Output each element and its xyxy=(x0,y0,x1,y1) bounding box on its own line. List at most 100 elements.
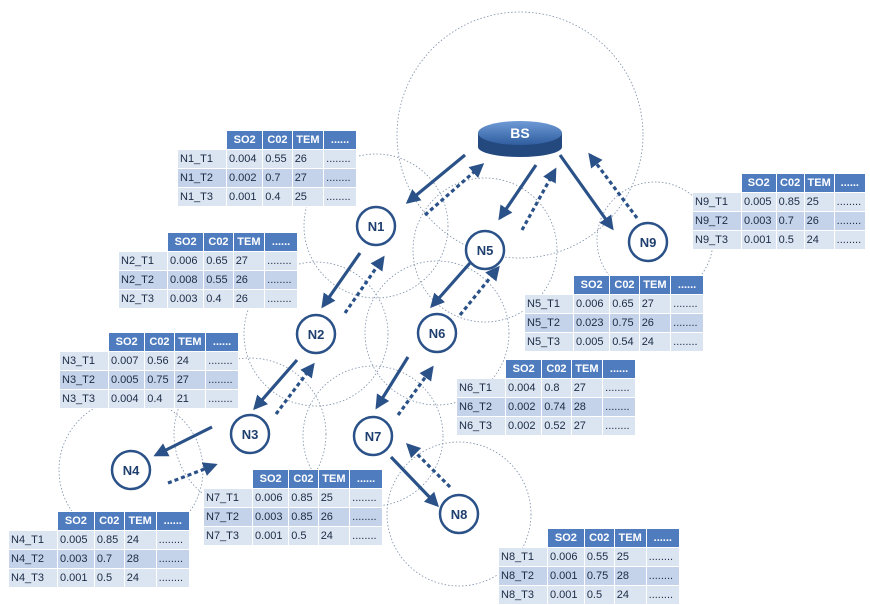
table-cell: 27 xyxy=(291,168,325,188)
table-cell: ........ xyxy=(670,332,704,352)
table-cell: ........ xyxy=(205,351,239,371)
arrow-n8-to-n7 xyxy=(405,442,452,489)
header-tem: TEM xyxy=(123,511,157,531)
header-more: ...... xyxy=(645,528,681,548)
table-cell: 0.001 xyxy=(57,568,95,588)
table-cell: 26 xyxy=(803,211,835,231)
table-cell: 0.8 xyxy=(541,378,572,398)
table-cell: 24 xyxy=(173,351,207,371)
node-n1[interactable]: N1 xyxy=(355,205,397,247)
arrow-n1-to-n2 xyxy=(321,252,362,309)
header-c02: C02 xyxy=(609,275,640,295)
table-cell: N9_T3 xyxy=(692,230,742,250)
table-cell: 0.85 xyxy=(288,488,319,508)
header-tem: TEM xyxy=(803,173,835,193)
node-n2[interactable]: N2 xyxy=(295,313,337,355)
table-cell: 0.005 xyxy=(572,332,611,352)
node-n6[interactable]: N6 xyxy=(416,312,458,354)
header-c02: C02 xyxy=(262,130,293,150)
header-c02: C02 xyxy=(203,232,234,252)
table-cell: 0.55 xyxy=(262,149,293,169)
dotted-arrows xyxy=(167,152,639,489)
node-circle xyxy=(229,413,271,455)
header-tem: TEM xyxy=(638,275,672,295)
arrow-n7-to-n6 xyxy=(396,365,434,416)
table-cell: ........ xyxy=(155,549,191,569)
table-cell: 26 xyxy=(232,289,266,309)
solid-arrows xyxy=(153,153,614,508)
range-circle-n2 xyxy=(243,261,389,407)
table-header-cell xyxy=(60,333,109,352)
table-cell: 26 xyxy=(317,507,351,527)
header-more: ...... xyxy=(670,275,704,295)
table-cell: ........ xyxy=(349,488,383,508)
table-header-cell xyxy=(457,360,506,379)
header-more: ...... xyxy=(264,232,298,252)
table-cell: 26 xyxy=(232,270,266,290)
table-cell: ........ xyxy=(645,585,681,605)
node-label: N4 xyxy=(123,463,140,478)
table-cell: 0.5 xyxy=(93,568,125,588)
table-cell: N2_T3 xyxy=(118,289,168,309)
table-cell: 27 xyxy=(570,378,604,398)
table-cell: 0.001 xyxy=(547,585,585,605)
table-cell: 0.005 xyxy=(107,370,146,390)
arrow-n5-to-bs xyxy=(520,167,557,231)
table-cell: 0.001 xyxy=(251,526,290,546)
arrow-n7-to-n8 xyxy=(389,455,439,508)
table-cell: N3_T3 xyxy=(59,389,109,409)
table-cell: 0.74 xyxy=(541,397,572,417)
table-cell: 24 xyxy=(123,530,157,550)
range-circle-n1 xyxy=(303,153,449,299)
table-cell: N8_T1 xyxy=(498,547,548,567)
node-n8[interactable]: N8 xyxy=(438,493,480,535)
node-label: N5 xyxy=(477,243,494,258)
node-n3[interactable]: N3 xyxy=(229,413,271,455)
table-cell: 0.5 xyxy=(775,230,805,250)
node-n9[interactable]: N9 xyxy=(627,221,669,263)
header-so2: SO2 xyxy=(107,332,146,352)
table-cell: N7_T2 xyxy=(203,507,253,527)
base-station-top xyxy=(478,121,562,145)
arrow-n2-to-n3 xyxy=(253,358,299,411)
table-cell: N2_T2 xyxy=(118,270,168,290)
table-cell: 24 xyxy=(803,230,835,250)
table-cell: N3_T2 xyxy=(59,370,109,390)
arrow-n3-to-n4 xyxy=(153,425,213,457)
table-cell: ........ xyxy=(323,149,357,169)
header-c02: C02 xyxy=(288,469,319,489)
table-cell: ........ xyxy=(264,270,298,290)
node-n7[interactable]: N7 xyxy=(352,415,394,457)
node-n4[interactable]: N4 xyxy=(110,449,152,491)
header-more: ...... xyxy=(205,332,239,352)
table-cell: 27 xyxy=(232,251,266,271)
node-n5[interactable]: N5 xyxy=(464,229,506,271)
table-cell: ........ xyxy=(264,289,298,309)
header-so2: SO2 xyxy=(547,528,585,548)
table-cell: 27 xyxy=(638,294,672,314)
table-cell: 0.5 xyxy=(288,526,319,546)
table-cell: 0.006 xyxy=(166,251,205,271)
table-cell: 0.7 xyxy=(93,549,125,569)
table-cell: 0.75 xyxy=(609,313,640,333)
table-cell: 25 xyxy=(317,488,351,508)
table-cell: N8_T3 xyxy=(498,585,548,605)
